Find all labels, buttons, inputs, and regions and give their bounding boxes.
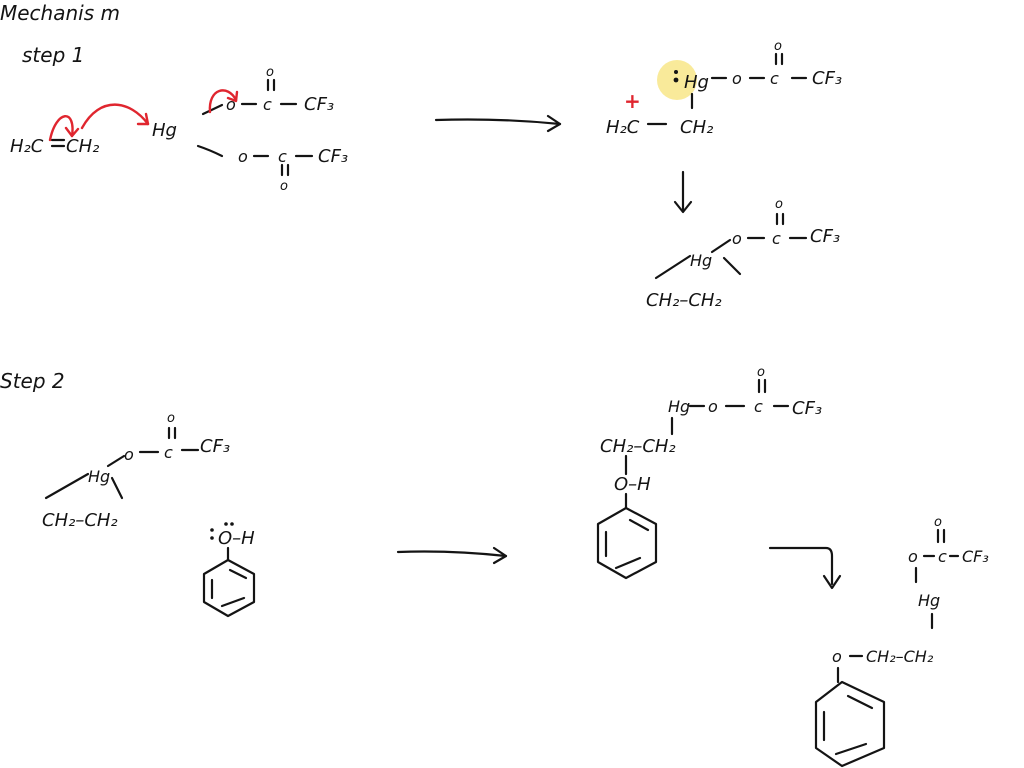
ethene-h2c-label: H₂C [10, 136, 44, 157]
hg-label-adduct: Hg [668, 397, 690, 416]
final-product: o o c CF₃ Hg o CH₂–CH₂ [814, 515, 989, 768]
benzene-ring-product [814, 680, 886, 768]
carbonyl-o-top: o [266, 65, 274, 80]
ester-o-bottom: o [238, 147, 248, 166]
mercurinium-ion-step2: Hg o c o CF₃ CH₂–CH₂ [42, 411, 230, 531]
lone-pair-dot [673, 77, 679, 83]
ethene-ch2-label: CH₂ [66, 136, 99, 157]
curved-arrow-pi-bond [48, 115, 74, 142]
ester-c-intermediate: c [770, 69, 779, 88]
ester-c-bottom: c [278, 147, 287, 166]
carbocation-ch2: CH₂ [680, 117, 713, 138]
cf3-bottom: CF₃ [318, 146, 348, 167]
carbocation-plus: + [624, 89, 641, 113]
carbonyl-o-adduct: o [757, 365, 765, 380]
hg-o-bond-bottom [196, 144, 224, 158]
ch2-ch2-adduct: CH₂–CH₂ [600, 436, 676, 457]
curved-arrow-to-hg [80, 103, 150, 130]
oxonium-adduct: Hg o c o CF₃ CH₂–CH₂ O–H [596, 365, 822, 580]
ch2-ch2-product: CH₂–CH₂ [866, 647, 934, 666]
cf3-adduct: CF₃ [792, 398, 822, 419]
curved-arrow-hg-o [208, 89, 238, 114]
carbonyl-o-intermediate: o [774, 39, 782, 54]
ether-o-product: o [832, 647, 842, 666]
cf3-intermediate: CF₃ [812, 68, 842, 89]
heading-step-1: step 1 [22, 43, 84, 67]
ethene-molecule: H₂C CH₂ [10, 136, 99, 157]
ester-o-adduct: o [708, 397, 718, 416]
cf3-top: CF₃ [304, 94, 334, 115]
ester-c-step2: c [164, 443, 173, 462]
carbonyl-o-product: o [934, 515, 942, 530]
title-mechanism: Mechanis m [0, 1, 120, 25]
phenol-oh-step2: O–H [218, 528, 255, 549]
ester-c-product: c [938, 547, 947, 566]
ester-c-adduct: c [754, 397, 763, 416]
carbonyl-o-mercurinium: o [775, 197, 783, 212]
cf3-product: CF₃ [962, 547, 989, 566]
ch2-ch2-mercurinium: CH₂–CH₂ [646, 290, 722, 311]
benzene-ring-adduct [596, 506, 658, 580]
mercuric-trifluoroacetate: Hg o c o CF₃ o c o CF₃ [152, 65, 348, 194]
hg-o-bond-top [201, 103, 224, 116]
reaction-arrow-1 [434, 114, 562, 133]
reaction-arrow-down-1 [673, 170, 693, 214]
carbonyl-o-step2: o [167, 411, 175, 426]
carbocation-h2c: H₂C [606, 117, 640, 138]
ester-o-top: o [226, 95, 236, 114]
hg-label: Hg [152, 120, 177, 141]
curved-arrow-hg-o-head [226, 90, 239, 103]
phenol-oh-adduct: O–H [614, 474, 651, 495]
ester-c-top: c [263, 95, 272, 114]
mercurinium-ion: Hg o c o CF₃ CH₂–CH₂ [646, 197, 840, 311]
heading-step-2: Step 2 [0, 369, 65, 393]
hg-label-product: Hg [918, 591, 940, 610]
carbonyl-o-bottom: o [280, 179, 288, 194]
benzene-ring-step2 [202, 558, 256, 618]
ester-o-step2: o [124, 445, 134, 464]
ester-o-mercurinium: o [732, 229, 742, 248]
reaction-arrow-2 [396, 546, 508, 565]
hg-label-mercurinium: Hg [690, 251, 712, 270]
carbocation-intermediate: Hg o c o CF₃ + H₂C CH₂ [606, 39, 842, 138]
hg-label-step2: Hg [88, 467, 110, 486]
ester-o-product: o [908, 547, 918, 566]
electron-flow-arrows [48, 89, 239, 142]
reaction-arrow-down-2 [768, 546, 842, 590]
hg-label-intermediate: Hg [684, 72, 709, 93]
ester-c-mercurinium: c [772, 229, 781, 248]
phenol-step2: O–H [202, 522, 256, 618]
cf3-mercurinium: CF₃ [810, 226, 840, 247]
curved-arrow-pi-bond-head [64, 126, 80, 138]
ch2-ch2-step2: CH₂–CH₂ [42, 510, 118, 531]
ester-o-intermediate: o [732, 69, 742, 88]
curved-arrow-to-hg-head [136, 112, 150, 126]
cf3-step2: CF₃ [200, 436, 230, 457]
